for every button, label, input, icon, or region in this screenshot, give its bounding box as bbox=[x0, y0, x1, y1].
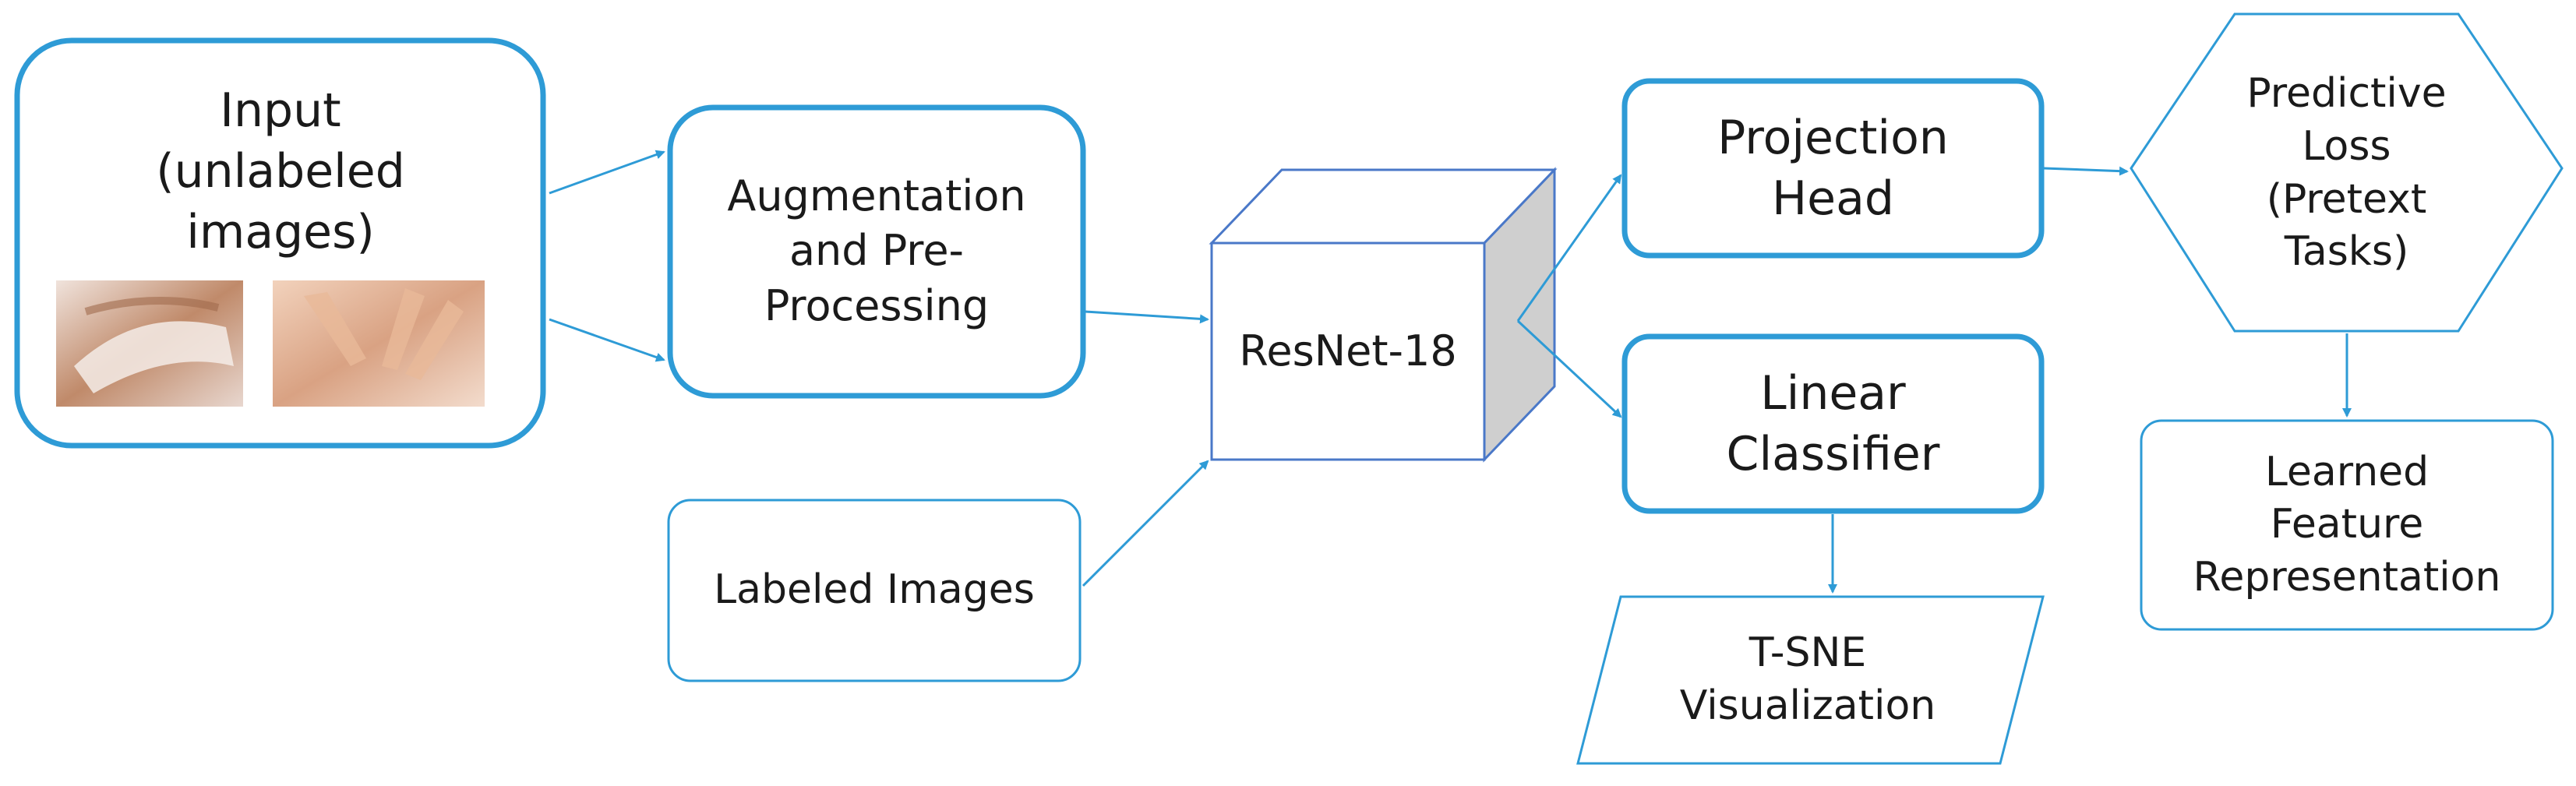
tsne-label: T-SNE Visualization bbox=[1679, 629, 1936, 729]
labeled-images-label: Labeled Images bbox=[714, 566, 1035, 614]
augmentation-label: Augmentation and Pre- Processing bbox=[727, 171, 1026, 330]
arrow-input-to-augmentation-upper bbox=[549, 150, 665, 195]
input-label: Input (unlabeled images) bbox=[156, 83, 405, 259]
arrow-labeled-to-resnet bbox=[1082, 460, 1209, 587]
tsne-box bbox=[1576, 595, 2045, 765]
labeled-images-box bbox=[667, 499, 1082, 682]
resnet-cube bbox=[1209, 167, 1558, 463]
sample-image-2 bbox=[273, 280, 485, 407]
linear-classifier-box bbox=[1621, 333, 2045, 514]
arrow-projection-to-loss bbox=[2043, 166, 2129, 176]
arrow-resnet-to-projection bbox=[1516, 174, 1622, 322]
sample-image-1 bbox=[56, 280, 243, 407]
projection-head-label: Projection Head bbox=[1717, 111, 1949, 226]
predictive-loss-hexagon bbox=[2130, 12, 2564, 333]
arrow-augmentation-to-resnet bbox=[1085, 310, 1209, 324]
arrow-input-to-augmentation-lower bbox=[549, 318, 665, 362]
learned-feature-box bbox=[2140, 419, 2554, 631]
arrow-resnet-to-classifier bbox=[1516, 319, 1622, 418]
linear-classifier-label: Linear Classifier bbox=[1726, 366, 1940, 481]
learned-feature-label: Learned Feature Representation bbox=[2193, 448, 2501, 601]
resnet-label: ResNet-18 bbox=[1239, 326, 1457, 375]
projection-head-box bbox=[1621, 78, 2045, 259]
augmentation-box bbox=[667, 104, 1086, 399]
predictive-loss-label: Predictive Loss (Pretext Tasks) bbox=[2246, 70, 2447, 276]
